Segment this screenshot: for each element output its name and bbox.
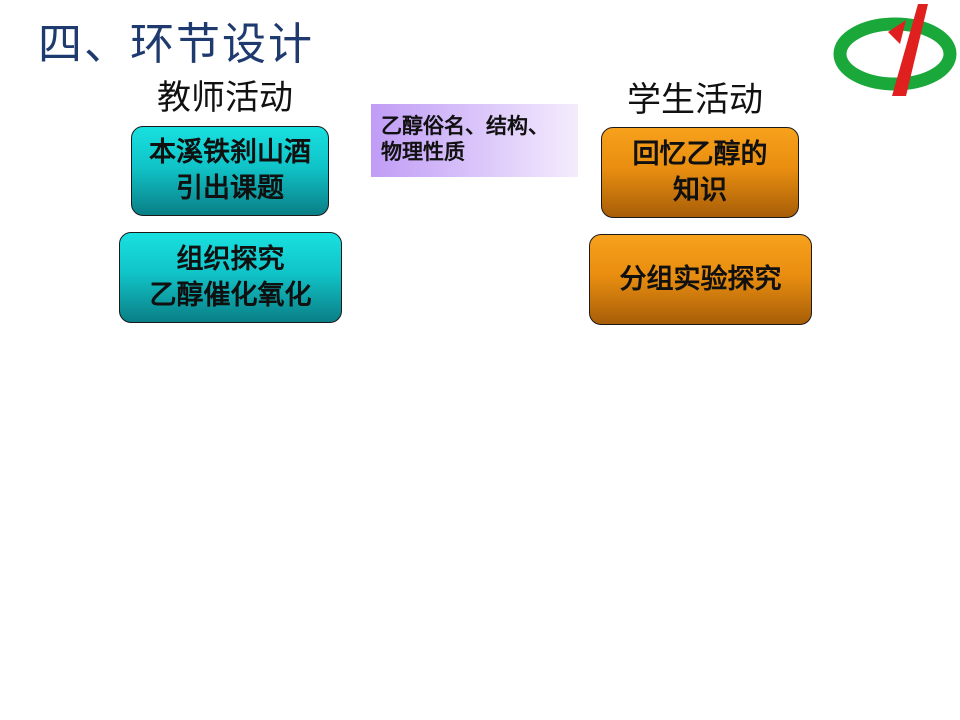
- student-box-recall-line2: 知识: [673, 174, 727, 206]
- teacher-activity-heading: 教师活动: [157, 78, 293, 118]
- school-emblem-icon: [833, 4, 957, 96]
- teacher-box-explore-line1: 组织探究: [176, 243, 285, 275]
- slide-title: 四、环节设计: [38, 19, 314, 70]
- student-box-experiment-line1: 分组实验探究: [619, 263, 782, 295]
- student-box-recall: 回忆乙醇的 知识: [601, 127, 799, 218]
- student-activity-heading: 学生活动: [627, 80, 763, 120]
- teacher-box-intro: 本溪铁刹山酒 引出课题: [131, 126, 329, 216]
- teacher-box-intro-line2: 引出课题: [176, 173, 284, 204]
- teacher-box-explore: 组织探究 乙醇催化氧化: [119, 232, 342, 323]
- student-box-recall-line1: 回忆乙醇的: [632, 138, 768, 170]
- student-box-experiment: 分组实验探究: [589, 234, 812, 325]
- middle-topic-line2: 物理性质: [381, 140, 465, 164]
- teacher-box-intro-line1: 本溪铁刹山酒: [149, 137, 311, 168]
- middle-topic-line1: 乙醇俗名、结构、: [381, 114, 549, 138]
- teacher-box-explore-line2: 乙醇催化氧化: [149, 279, 312, 311]
- middle-topic-box: 乙醇俗名、结构、 物理性质: [371, 104, 578, 177]
